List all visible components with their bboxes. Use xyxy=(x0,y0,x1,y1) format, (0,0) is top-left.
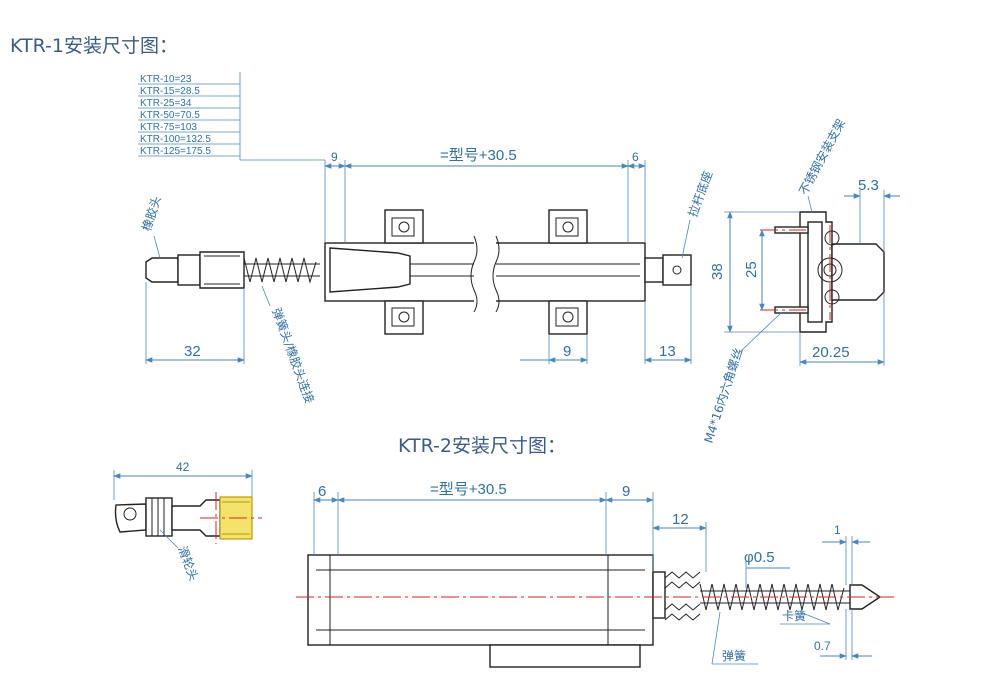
ktr1-sensor xyxy=(145,209,692,335)
dim-6-left: 6 xyxy=(318,483,326,500)
dim-main-length: =型号+30.5 xyxy=(440,147,517,164)
ktr2-pulley-head: 42 滑轮头 xyxy=(113,460,262,583)
dim-38: 38 xyxy=(709,263,726,280)
dim-25: 25 xyxy=(743,261,760,278)
note-bracket: 不锈钢安装支架 xyxy=(795,116,848,197)
ktr2-title: KTR-2安装尺寸图： xyxy=(398,435,566,457)
ktr1-size-table: KTR-10=23 KTR-15=28.5 KTR-25=34 KTR-50=7… xyxy=(138,72,325,161)
note-pulley-tip: 滑轮头 xyxy=(175,544,200,583)
note-clip: 卡簧 xyxy=(782,608,806,623)
dim-12: 12 xyxy=(672,511,689,528)
dim-0-7: 0.7 xyxy=(814,639,831,653)
dim-13: 13 xyxy=(659,343,676,360)
note-pull-rod-base: 拉杆底座 xyxy=(685,169,716,219)
table-row: KTR-25=34 xyxy=(140,98,192,109)
dim-5-3: 5.3 xyxy=(858,177,879,194)
dim-diameter: φ0.5 xyxy=(744,549,775,566)
ktr2-sensor xyxy=(296,554,896,668)
ktr1-side-dimensions: 5.3 38 25 20.25 xyxy=(709,177,900,366)
ktr1-dimensions: 9 =型号+30.5 6 32 9 13 xyxy=(145,147,692,364)
ktr1-title: KTR-1安装尺寸图： xyxy=(10,35,178,57)
dim-20-25: 20.25 xyxy=(812,344,850,361)
dim-42: 42 xyxy=(176,460,190,474)
table-row: KTR-15=28.5 xyxy=(140,86,200,97)
table-row: KTR-100=132.5 xyxy=(140,134,211,145)
dim-9-right: 9 xyxy=(622,483,630,500)
ktr2-notes: 卡簧 弹簧 xyxy=(711,608,831,665)
dim-32: 32 xyxy=(184,343,201,360)
dim-9-bracket: 9 xyxy=(563,343,571,360)
dim-main-length-2: =型号+30.5 xyxy=(430,481,507,498)
note-spring-joint: 弹簧头/橡胶头连接 xyxy=(269,306,317,405)
ktr2-dimensions: 6 =型号+30.5 9 12 φ0.5 1 0.7 xyxy=(313,481,872,660)
note-rubber-tip: 橡胶头 xyxy=(139,194,164,233)
note-screw: M4*16内六角螺丝 xyxy=(702,346,746,445)
note-spring: 弹簧 xyxy=(722,648,746,663)
table-row: KTR-10=23 xyxy=(140,74,192,85)
table-row: KTR-125=175.5 xyxy=(140,146,211,157)
table-row: KTR-50=70.5 xyxy=(140,110,200,121)
dim-1: 1 xyxy=(834,523,841,537)
dim-6-right: 6 xyxy=(632,150,639,164)
ktr1-side-view xyxy=(760,211,885,333)
table-row: KTR-75=103 xyxy=(140,122,197,133)
dim-9-left: 9 xyxy=(331,150,338,164)
